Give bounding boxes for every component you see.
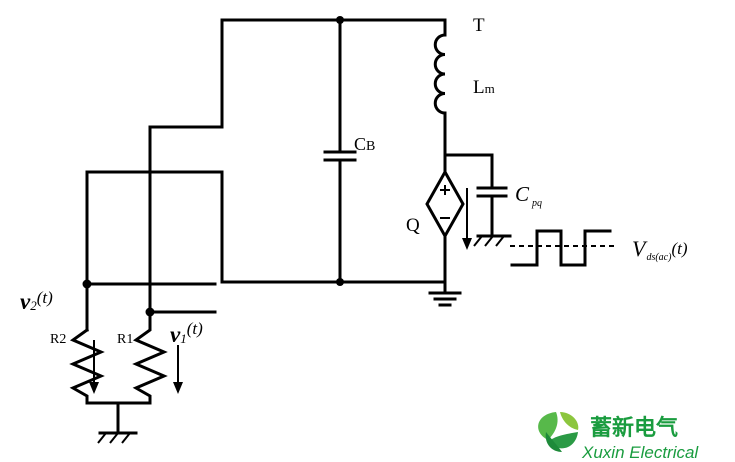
ground-icon <box>428 291 462 307</box>
brand-name-cn: 蓄新电气 <box>590 415 678 441</box>
brand-logo: 蓄新电气 Xuxin Electrical <box>538 412 699 462</box>
current-arrow-icon <box>462 188 472 250</box>
label-v2: v2(t) <box>20 288 53 314</box>
resistor-r1 <box>132 310 168 405</box>
dependent-source-q <box>425 168 465 240</box>
capacitor-cpq <box>476 186 508 198</box>
capacitor-cb <box>323 150 357 162</box>
v1-arrow-icon <box>173 345 183 394</box>
main-wires <box>85 18 494 332</box>
label-r2: R2 <box>50 332 66 347</box>
label-lm: Lm <box>473 77 495 98</box>
label-transformer-t: T <box>473 15 485 36</box>
junction-dots <box>82 16 344 317</box>
label-cb: CB <box>354 134 375 154</box>
chassis-ground-icon <box>473 234 512 247</box>
potentiometer-r2 <box>69 327 105 405</box>
brand-name-en: Xuxin Electrical <box>581 443 699 462</box>
label-switch-q: Q <box>406 215 420 236</box>
label-r1: R1 <box>117 332 133 347</box>
label-vds: Vds(ac)(t) <box>632 236 688 263</box>
bottom-ground-icon <box>85 401 152 444</box>
inductor-lm <box>433 33 447 115</box>
vds-waveform <box>510 229 618 267</box>
label-v1: v1(t) <box>170 319 203 347</box>
leaf-logo-icon <box>538 412 579 452</box>
